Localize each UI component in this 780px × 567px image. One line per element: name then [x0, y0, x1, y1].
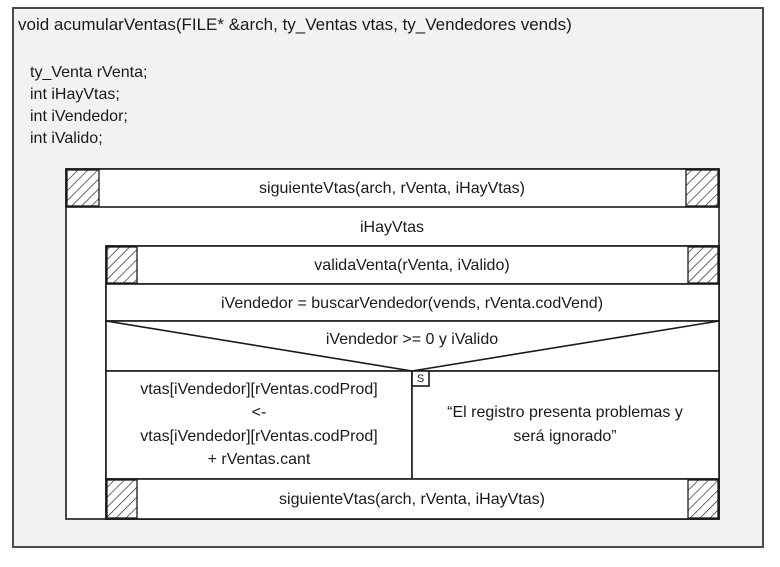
declaration-ivalido: int iValido; — [30, 130, 103, 147]
declaration-rventa: ty_Venta rVenta; — [30, 64, 148, 81]
if-condition-label: iVendedor >= 0 y iValido — [326, 331, 498, 348]
branch-flag-box — [411, 370, 430, 387]
branch-flag-label: S — [417, 373, 424, 385]
false-branch-line-2: será ignorado” — [513, 428, 616, 445]
validate-hatch-left — [106, 246, 138, 284]
true-branch-line-1: vtas[iVendedor][rVentas.codProd] — [140, 381, 377, 398]
next-read-hatch-right — [687, 479, 719, 519]
validate-call-box — [105, 245, 720, 285]
declaration-ivendedor: int iVendedor; — [30, 108, 128, 125]
false-branch-line-1: “El registro presenta problemas y — [447, 404, 683, 421]
declarations-block: ty_Venta rVenta; int iHayVtas; int iVend… — [30, 62, 147, 150]
first-read-hatch-left — [66, 169, 100, 207]
validate-hatch-right — [687, 246, 719, 284]
first-read-label: siguienteVtas(arch, rVenta, iHayVtas) — [259, 180, 525, 197]
loop-condition-label: iHayVtas — [360, 219, 424, 236]
true-branch-line-3: vtas[iVendedor][rVentas.codProd] — [140, 428, 377, 445]
declaration-ihayvtas: int iHayVtas; — [30, 86, 120, 103]
if-diagonal-left — [105, 320, 413, 372]
false-branch-box — [411, 370, 720, 480]
next-read-box — [105, 478, 720, 520]
function-signature: void acumularVentas(FILE* &arch, ty_Vent… — [18, 15, 572, 34]
if-diagonal-right — [411, 320, 720, 372]
first-read-hatch-right — [685, 169, 719, 207]
first-read-box — [65, 168, 720, 208]
next-read-label: siguienteVtas(arch, rVenta, iHayVtas) — [279, 491, 545, 508]
if-condition-box — [105, 320, 720, 372]
validate-call-label: validaVenta(rVenta, iValido) — [314, 257, 509, 274]
assign-vendor-label: iVendedor = buscarVendedor(vends, rVenta… — [221, 295, 603, 312]
assign-vendor-box — [105, 283, 720, 322]
next-read-hatch-left — [106, 479, 138, 519]
true-branch-line-4: + rVentas.cant — [208, 451, 311, 468]
true-branch-line-2: <- — [252, 404, 267, 421]
